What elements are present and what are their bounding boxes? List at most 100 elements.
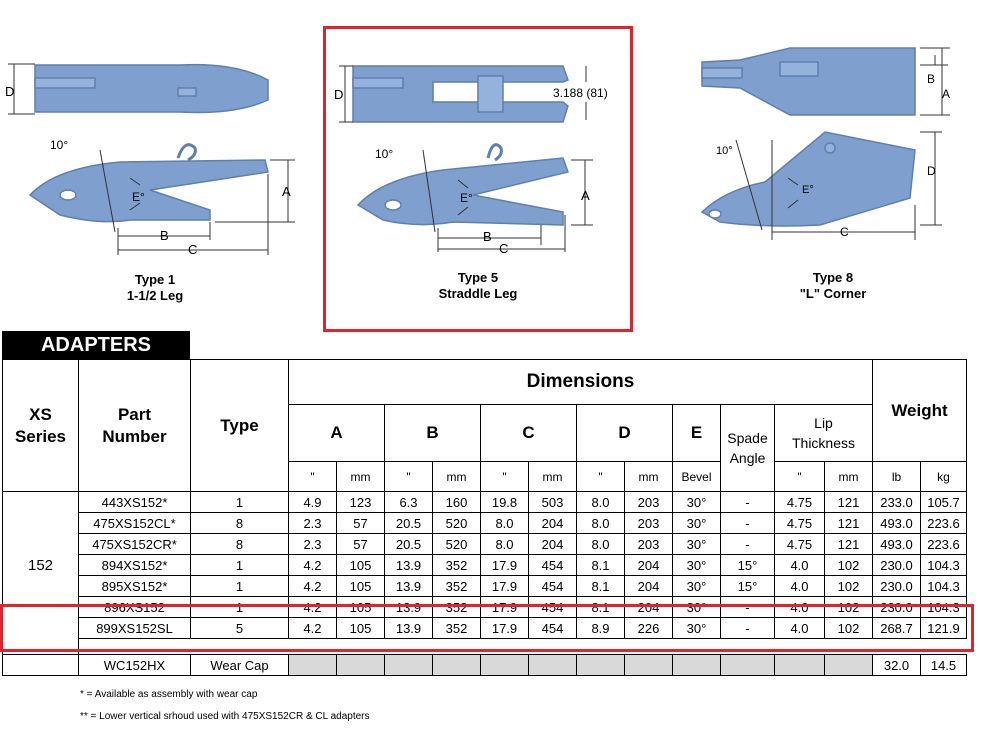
cell-b_mm: 352 xyxy=(432,554,481,576)
header-lip-thickness-line2: Thickness xyxy=(791,435,856,451)
header-a: A xyxy=(288,404,385,462)
type1-diagram: D 10° E° A B C xyxy=(0,0,300,300)
cell-part: 894XS152* xyxy=(78,554,191,576)
cell-type: 8 xyxy=(190,533,289,555)
cell-b_in: 13.9 xyxy=(384,575,433,597)
header-lip-thickness: Lip Thickness xyxy=(774,404,873,462)
cell-lip_mm: 102 xyxy=(824,575,873,597)
cell-a_mm: 105 xyxy=(336,554,385,576)
header-spade-angle-line1: Spade xyxy=(727,430,768,446)
cell-empty-gray xyxy=(720,654,775,676)
cell-spade: - xyxy=(720,512,775,534)
cell-a_mm: 57 xyxy=(336,533,385,555)
cell-a_mm: 105 xyxy=(336,596,385,618)
cell-a_in: 2.3 xyxy=(288,512,337,534)
type8-label-e: E° xyxy=(802,184,814,196)
type5-drawing xyxy=(339,65,593,252)
header-lip-thickness-line1: Lip xyxy=(814,415,833,431)
cell-weight_lb: 230.0 xyxy=(872,554,921,576)
cell-lip_in: 4.0 xyxy=(774,575,825,597)
type1-caption-line2: 1-1/2 Leg xyxy=(126,288,184,303)
cell-weight_kg: 14.5 xyxy=(920,654,967,676)
cell-weight_kg: 104.3 xyxy=(920,575,967,597)
cell-type: Wear Cap xyxy=(190,654,289,676)
unit-lip-mm: mm xyxy=(824,461,873,492)
type1-label-angle: 10° xyxy=(50,138,69,152)
cell-type: 1 xyxy=(190,575,289,597)
cell-b_mm: 160 xyxy=(432,491,481,513)
cell-weight_kg: 104.3 xyxy=(920,554,967,576)
cell-empty-gray xyxy=(384,654,433,676)
cell-lip_mm: 102 xyxy=(824,596,873,618)
cell-weight_lb: 493.0 xyxy=(872,512,921,534)
cell-a_in: 2.3 xyxy=(288,533,337,555)
cell-empty-gray xyxy=(288,654,337,676)
cell-c_in: 17.9 xyxy=(480,575,529,597)
cell-lip_mm: 121 xyxy=(824,491,873,513)
cell-lip_in: 4.0 xyxy=(774,596,825,618)
unit-a-in: " xyxy=(288,461,337,492)
header-d: D xyxy=(576,404,673,462)
cell-spade: 15° xyxy=(720,554,775,576)
header-xs-series-line1: XS xyxy=(29,404,52,424)
cell-d_in: 8.0 xyxy=(576,533,625,555)
unit-weight-lb: lb xyxy=(872,461,921,492)
cell-c_in: 8.0 xyxy=(480,533,529,555)
header-xs-series: XS Series xyxy=(2,359,79,492)
cell-e_bevel: 30° xyxy=(672,491,721,513)
type8-caption-line1: Type 8 xyxy=(812,270,854,285)
cell-b_in: 20.5 xyxy=(384,512,433,534)
type8-label-b: B xyxy=(927,72,936,86)
type1-label-b: B xyxy=(160,228,169,243)
cell-empty-gray xyxy=(432,654,481,676)
unit-d-mm: mm xyxy=(624,461,673,492)
type8-diagram: B A 10° D E° C xyxy=(680,0,980,300)
cell-lip_in: 4.75 xyxy=(774,512,825,534)
unit-e-bevel: Bevel xyxy=(672,461,721,492)
cell-d_mm: 204 xyxy=(624,554,673,576)
cell-b_mm: 520 xyxy=(432,512,481,534)
cell-a_in: 4.2 xyxy=(288,554,337,576)
cell-weight_kg: 223.6 xyxy=(920,512,967,534)
cell-part: 475XS152CR* xyxy=(78,533,191,555)
cell-weight_kg: 121.9 xyxy=(920,617,967,639)
unit-weight-kg: kg xyxy=(920,461,967,492)
unit-lip-in: " xyxy=(774,461,825,492)
note-2: ** = Lower vertical srhoud used with 475… xyxy=(80,711,370,722)
cell-e_bevel: 30° xyxy=(672,554,721,576)
unit-b-in: " xyxy=(384,461,433,492)
cell-spade: 15° xyxy=(720,575,775,597)
cell-part: WC152HX xyxy=(78,654,191,676)
cell-a_mm: 105 xyxy=(336,575,385,597)
header-e: E xyxy=(672,404,721,462)
cell-weight_lb: 230.0 xyxy=(872,596,921,618)
cell-c_mm: 454 xyxy=(528,554,577,576)
cell-b_mm: 352 xyxy=(432,617,481,639)
type5-label-a: A xyxy=(581,188,590,203)
header-c: C xyxy=(480,404,577,462)
cell-part: 443XS152* xyxy=(78,491,191,513)
cell-lip_in: 4.0 xyxy=(774,554,825,576)
cell-type: 1 xyxy=(190,554,289,576)
type5-label-gap: 3.188 (81) xyxy=(553,86,608,100)
cell-weight_kg: 105.7 xyxy=(920,491,967,513)
cell-e_bevel: 30° xyxy=(672,512,721,534)
type1-drawing xyxy=(8,63,295,255)
cell-part: 475XS152CL* xyxy=(78,512,191,534)
type5-caption-line2: Straddle Leg xyxy=(438,286,518,301)
cell-c_in: 17.9 xyxy=(480,554,529,576)
cell-type: 1 xyxy=(190,491,289,513)
cell-d_in: 8.1 xyxy=(576,575,625,597)
cell-lip_mm: 102 xyxy=(824,554,873,576)
type1-label-c: C xyxy=(188,242,198,257)
cell-e_bevel: 30° xyxy=(672,617,721,639)
cell-b_mm: 520 xyxy=(432,533,481,555)
cell-c_mm: 204 xyxy=(528,533,577,555)
header-weight: Weight xyxy=(872,359,967,462)
cell-d_mm: 203 xyxy=(624,491,673,513)
type8-caption-line2: "L" Corner xyxy=(799,286,867,301)
